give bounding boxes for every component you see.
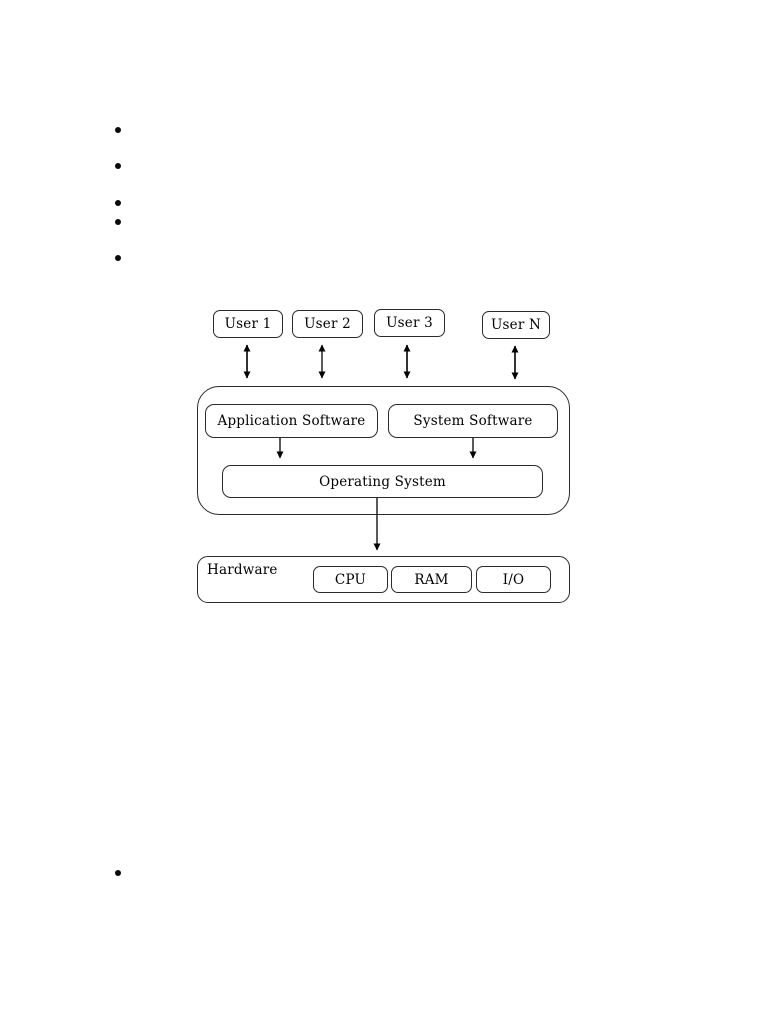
operating-system-label: Operating System [319,473,446,490]
user1-label: User 1 [224,316,272,332]
system-software-label: System Software [413,413,533,429]
bullet-marker [115,219,121,225]
userN-label: User N [490,317,542,333]
bullet-marker [115,870,121,876]
user2-box: User 2 [292,310,363,338]
user2-label: User 2 [304,316,351,332]
system-software-box: System Software [388,404,558,438]
user3-box: User 3 [374,309,445,337]
io-label: I/O [502,571,525,588]
ram-box: RAM [391,566,472,593]
cpu-box: CPU [313,566,388,593]
ram-label: RAM [414,571,449,588]
userN-box: User N [482,311,550,339]
application-software-box: Application Software [205,404,378,438]
bullet-marker [115,200,121,206]
operating-system-box: Operating System [222,465,543,498]
application-software-label: Application Software [217,413,366,429]
hardware-label: Hardware [207,562,278,578]
bullet-marker [115,127,121,133]
bullet-marker [115,163,121,169]
user3-label: User 3 [386,315,433,331]
bullet-marker [115,255,121,261]
user1-box: User 1 [213,310,283,338]
io-box: I/O [476,566,551,593]
cpu-label: CPU [334,571,367,588]
